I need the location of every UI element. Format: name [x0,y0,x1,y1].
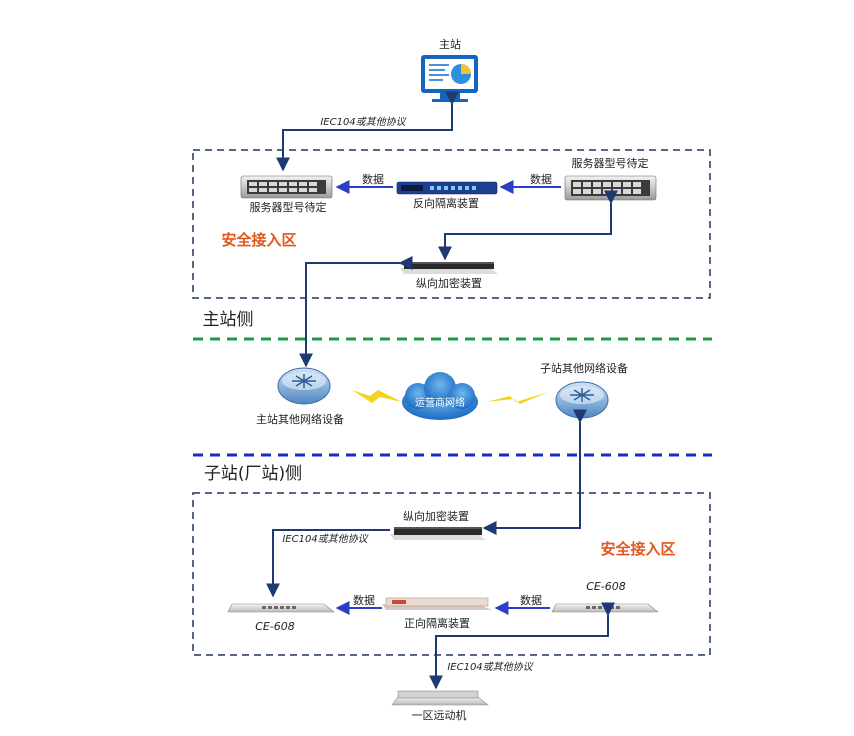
data-label-sub-left: 数据 [353,593,375,607]
master-zone-label: 安全接入区 [221,231,296,249]
server-left-label: 服务器型号待定 [250,200,327,214]
server-right-label: 服务器型号待定 [572,156,649,170]
carrier-network-label: 运营商网络 [415,396,465,409]
rtu-label: 一区远动机 [412,708,467,722]
master-router-icon [277,367,331,405]
sub-side-label: 子站(厂站)侧 [204,464,302,484]
master-encryption-device-icon [400,262,498,274]
ce-right-device-icon [551,603,659,613]
sub-router-to-encryption-link [482,409,587,535]
master-side-label: 主站侧 [203,310,254,330]
data-label-master-right: 数据 [530,172,552,186]
master-security-zone-box [192,149,711,299]
forward-isolation-device-icon [382,597,492,610]
ce-to-rtu-link [429,602,615,690]
wireless-link-left-icon [352,390,402,403]
sub-router-icon [555,381,609,419]
sub-protocol-label: IEC104或其他协议 [282,533,369,545]
data-label-sub-right: 数据 [520,593,542,607]
master-station-monitor-icon [421,55,478,102]
sub-encryption-label: 纵向加密装置 [403,509,469,523]
sub-encryption-device-icon [390,527,486,540]
ce-left-device-icon [227,603,335,613]
sub-router-label: 子站其他网络设备 [540,361,628,375]
master-router-label: 主站其他网络设备 [256,412,344,426]
master-protocol-link [276,91,459,172]
master-protocol-label: IEC104或其他协议 [320,116,407,128]
encryption-to-master-router-link [299,256,413,368]
server-to-encryption-link [438,190,618,261]
reverse-isolation-device-icon [396,181,498,195]
forward-isolation-label: 正向隔离装置 [404,616,470,630]
ce-right-label: CE-608 [586,580,626,593]
data-label-master-left: 数据 [362,172,384,186]
sub-protocol-link [266,529,390,598]
wireless-link-right-icon [486,392,548,404]
carrier-network-cloud-icon [402,372,478,420]
rtu-protocol-label: IEC104或其他协议 [447,661,534,673]
sub-zone-label: 安全接入区 [600,540,675,558]
server-right-icon [564,175,657,201]
server-left-icon [240,175,333,199]
rtu-device-icon [391,690,489,706]
ce-left-label: CE-608 [255,620,295,633]
master-station-label: 主站 [439,37,461,51]
master-encryption-label: 纵向加密装置 [416,276,482,290]
reverse-isolation-label: 反向隔离装置 [413,196,479,210]
